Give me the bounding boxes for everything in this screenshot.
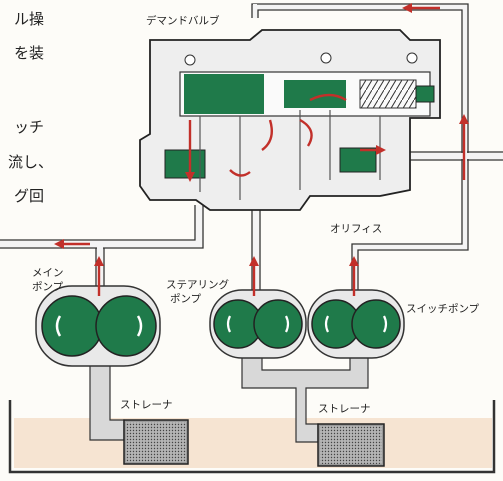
label-demand-valve: デマンドバルブ bbox=[146, 14, 220, 27]
label-main-pump-2: ポンプ bbox=[32, 281, 64, 293]
pipes bbox=[0, 3, 503, 296]
labels: デマンドバルブ オリフィス メイン ポンプ ステアリング ポンプ スイッチポンプ… bbox=[32, 14, 480, 415]
label-main-pump-1: メイン bbox=[32, 267, 64, 279]
text-fragment-4: 流し、 bbox=[8, 153, 53, 171]
label-switch-pump: スイッチポンプ bbox=[406, 303, 480, 315]
body-text-fragments: ル操 を装 ッチ 流し、 グ回 bbox=[8, 10, 53, 205]
label-strainer-right: ストレーナ bbox=[318, 403, 371, 415]
oil-tank bbox=[8, 400, 496, 474]
strainers bbox=[123, 419, 385, 467]
main-pump bbox=[35, 285, 161, 367]
steering-pump bbox=[209, 289, 307, 359]
switch-pump bbox=[307, 289, 405, 359]
label-strainer-left: ストレーナ bbox=[120, 399, 173, 411]
text-fragment-1: ル操 bbox=[14, 10, 44, 28]
text-fragment-2: を装 bbox=[14, 44, 44, 62]
demand-valve bbox=[139, 29, 441, 211]
label-steering-pump-1: ステアリング bbox=[166, 278, 229, 291]
label-orifice: オリフィス bbox=[330, 223, 382, 235]
text-fragment-3: ッチ bbox=[14, 118, 44, 136]
flow-arrows bbox=[62, 6, 466, 296]
text-fragment-5: グ回 bbox=[14, 187, 44, 205]
label-steering-pump-2: ポンプ bbox=[170, 293, 202, 305]
flow-arrowheads bbox=[54, 3, 469, 266]
